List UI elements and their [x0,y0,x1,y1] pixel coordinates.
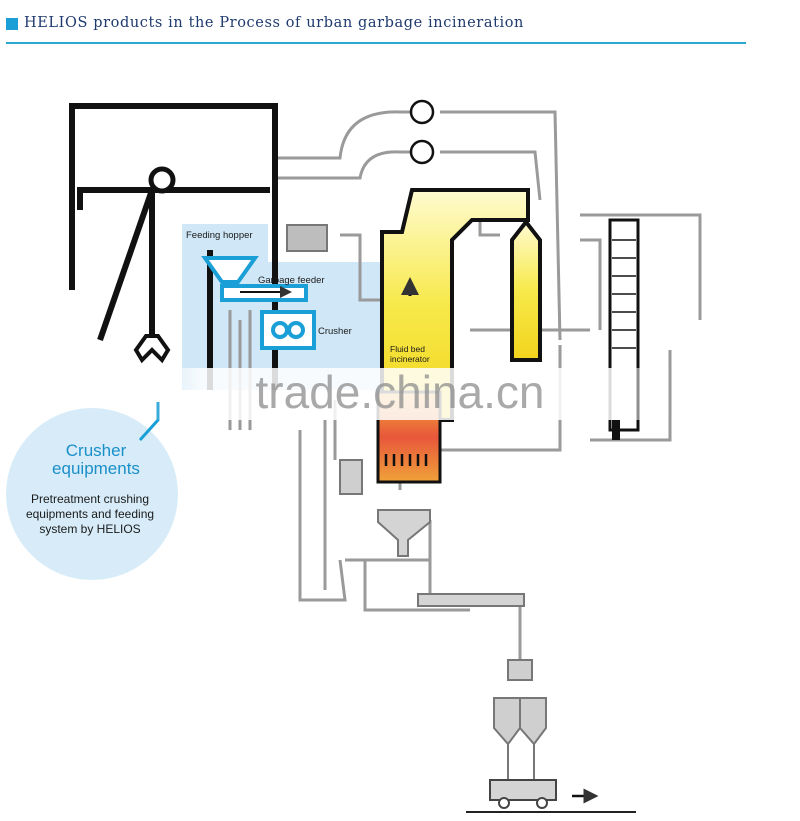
exchanger-outlet [612,420,620,440]
page-title: HELIOS products in the Process of urban … [24,15,524,31]
crane-frame [69,103,278,390]
label-crusher: Crusher [318,326,352,337]
label-garbage-feeder: Garbage feeder [258,275,325,286]
fan-lower [409,139,435,165]
callout-desc-1: Pretreatment crushing [31,492,149,506]
label-feeding-hopper: Feeding hopper [186,230,253,241]
page-header: HELIOS products in the Process of urban … [6,14,746,44]
callout-circle [6,408,178,580]
crusher-unit [260,310,316,350]
crane-pulley [148,166,176,194]
callout-title-1: Crusher [66,441,127,460]
watermark-band [150,368,670,420]
ash-silos [493,659,547,746]
transport-truck [489,779,557,809]
feeding-hopper [201,256,259,284]
incinerator-bed-grate [384,454,428,466]
callout-title-2: equipments [52,459,140,478]
storage-tank [286,224,328,252]
crane-grab [133,334,171,364]
watermark-text: trade.china.cn [256,366,545,418]
header-divider [6,42,746,44]
ash-conveyor [417,593,525,607]
callout-desc-3: system by HELIOS [39,522,140,536]
label-fluid-bed-2: incinerator [390,354,430,364]
header-square-icon [6,18,18,30]
fan-upper [409,99,435,125]
callout-desc-2: equipments and feeding [26,507,154,521]
ash-feeder [339,459,363,495]
cyclone-separator [377,509,431,557]
exchanger-coils [612,239,636,349]
boiler-pass [510,218,542,362]
label-fluid-bed-1: Fluid bed [390,344,425,354]
